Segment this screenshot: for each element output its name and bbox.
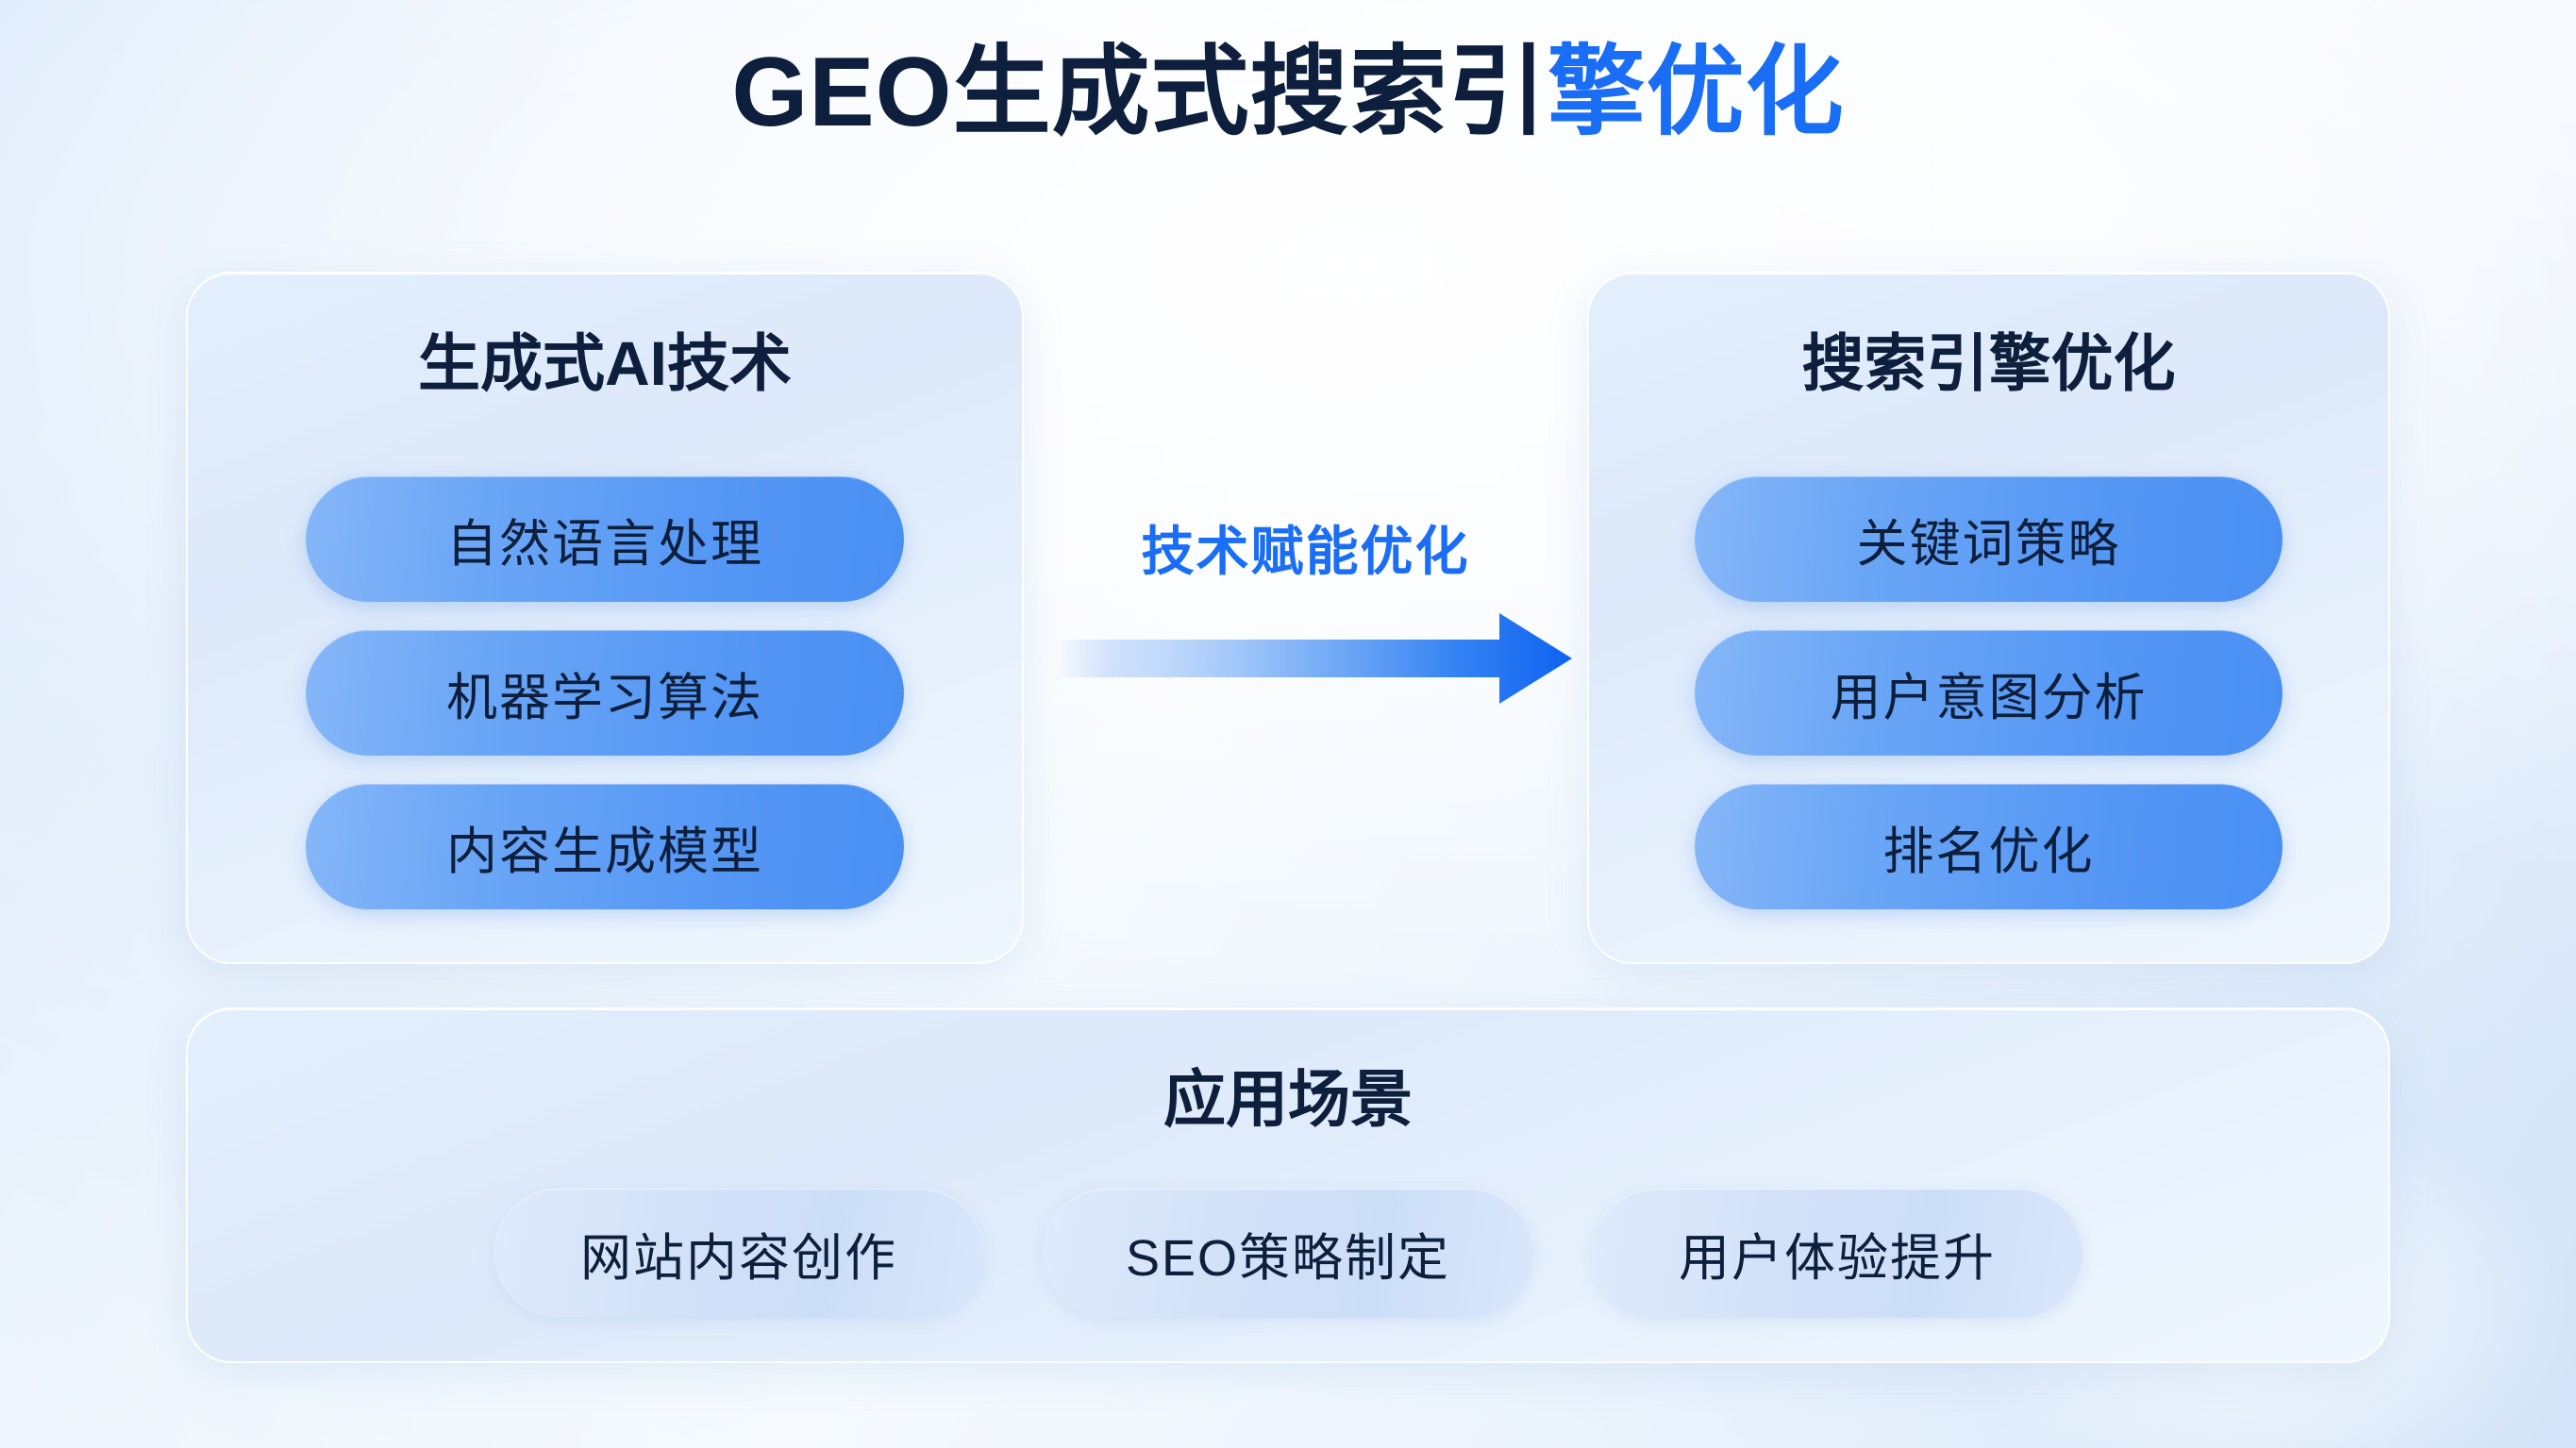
connector-group: 技术赋能优化: [1024, 509, 1587, 755]
arrow-right-icon: [1058, 613, 1572, 704]
pill-label: 机器学习算法: [446, 670, 763, 726]
card-left-title: 生成式AI技术: [418, 328, 792, 398]
pill-label: 网站内容创作: [580, 1230, 897, 1287]
pill-label: 自然语言处理: [446, 516, 763, 573]
pill-item[interactable]: 网站内容创作: [493, 1189, 984, 1318]
card-generative-ai: 生成式AI技术 自然语言处理 机器学习算法 内容生成模型: [186, 272, 1024, 964]
pill-label: 内容生成模型: [446, 824, 763, 880]
card-application-scenarios: 应用场景 网站内容创作 SEO策略制定 用户体验提升: [186, 1007, 2390, 1363]
pill-item[interactable]: 机器学习算法: [306, 630, 904, 756]
page-title-primary: GEO生成式搜索引: [731, 38, 1547, 147]
card-bottom-pill-list: 网站内容创作 SEO策略制定 用户体验提升: [188, 1189, 2388, 1318]
page-title-accent: 擎优化: [1547, 38, 1845, 147]
pill-item[interactable]: 排名优化: [1695, 784, 2283, 909]
card-left-pill-list: 自然语言处理 机器学习算法 内容生成模型: [306, 476, 904, 909]
page-title: GEO生成式搜索引擎优化: [0, 34, 2576, 152]
pill-label: 排名优化: [1882, 824, 2095, 880]
pill-label: SEO策略制定: [1125, 1230, 1451, 1287]
pill-label: 用户意图分析: [1830, 670, 2148, 726]
pill-item[interactable]: 用户意图分析: [1695, 630, 2283, 756]
pill-label: 关键词策略: [1856, 516, 2121, 573]
pill-item[interactable]: 用户体验提升: [1592, 1189, 2083, 1318]
pill-item[interactable]: 内容生成模型: [306, 784, 904, 909]
card-right-pill-list: 关键词策略 用户意图分析 排名优化: [1695, 476, 2283, 909]
pill-item[interactable]: 关键词策略: [1695, 476, 2283, 602]
pill-item[interactable]: SEO策略制定: [1043, 1189, 1533, 1318]
connector-label: 技术赋能优化: [1141, 522, 1470, 581]
pill-label: 用户体验提升: [1679, 1230, 1996, 1287]
card-right-title: 搜索引擎优化: [1801, 328, 2176, 398]
pill-item[interactable]: 自然语言处理: [306, 476, 904, 602]
card-seo: 搜索引擎优化 关键词策略 用户意图分析 排名优化: [1587, 272, 2390, 964]
card-bottom-title: 应用场景: [1163, 1064, 1413, 1134]
